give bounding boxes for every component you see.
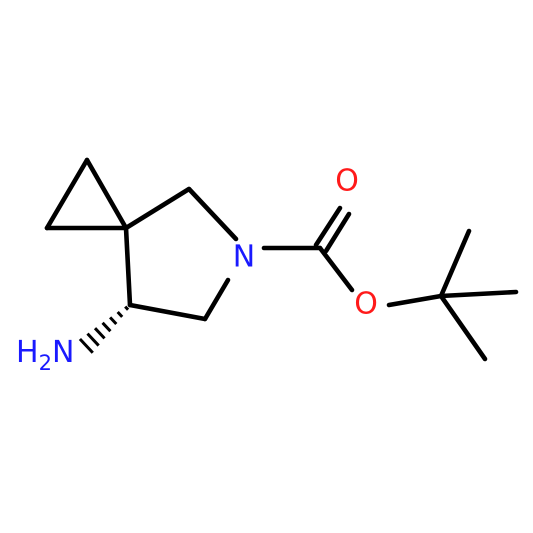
hash-stroke (124, 305, 130, 311)
bond-tbu-methyl-down (438, 293, 488, 362)
bond-layer (44, 157, 519, 362)
hash-stroke (101, 321, 112, 333)
hash-stroke (116, 310, 124, 318)
bond-tbu-methyl-right (438, 289, 519, 299)
hash-stroke (93, 327, 106, 340)
bond-ester-o-tbu (386, 293, 444, 308)
hash-stroke (109, 316, 118, 326)
bond-cp-top-right (84, 157, 129, 231)
atom-label-ester-oxygen: O (354, 287, 378, 322)
bond-n-ch2-lower (202, 277, 231, 322)
hash-stroke (78, 337, 94, 354)
atom-label-ring-nitrogen: N (233, 240, 255, 275)
bond-carbonyl-double-a (313, 205, 343, 248)
amine-nitrogen: N (52, 335, 74, 370)
hash-stroke (86, 332, 100, 347)
amine-hydrogen-count: 2 (39, 351, 52, 375)
atom-label-layer: N O O H2N (16, 164, 378, 376)
amine-hydrogen: H (16, 335, 39, 370)
bond-ch2-n-upper (186, 186, 239, 242)
atom-label-amine-group: H2N (16, 335, 74, 375)
bond-carbonyl-double-b (323, 211, 352, 254)
bond-tbu-methyl-up (438, 228, 472, 299)
bond-cp-top-left (44, 157, 90, 231)
bond-stereo-c-spiro (123, 225, 133, 308)
hashed-wedge-bond (78, 305, 130, 354)
bond-carbonyl-ester-o (317, 245, 355, 293)
bond-spiro-ch2-upper (123, 186, 192, 231)
bond-ch2-stereo-c (127, 302, 208, 322)
atom-label-carbonyl-oxygen: O (335, 164, 359, 199)
